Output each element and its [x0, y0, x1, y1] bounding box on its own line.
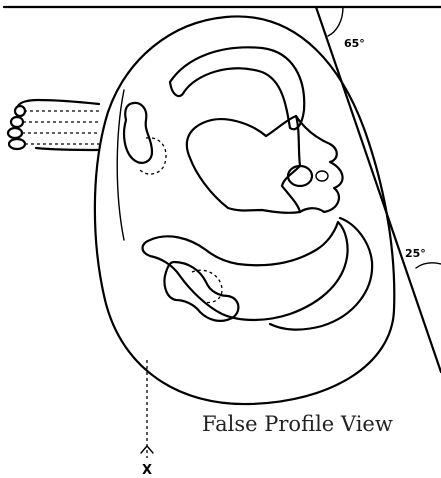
angle-label-25: 25° [405, 247, 426, 260]
angle-arc-65 [328, 7, 343, 36]
axis-label-x: X [142, 463, 152, 478]
angle-label-65: 65° [344, 37, 365, 50]
foot-icon [8, 100, 99, 150]
angle-arc-25 [416, 263, 441, 268]
diagram-caption: False Profile View [202, 412, 393, 436]
bone-sections [117, 47, 372, 329]
